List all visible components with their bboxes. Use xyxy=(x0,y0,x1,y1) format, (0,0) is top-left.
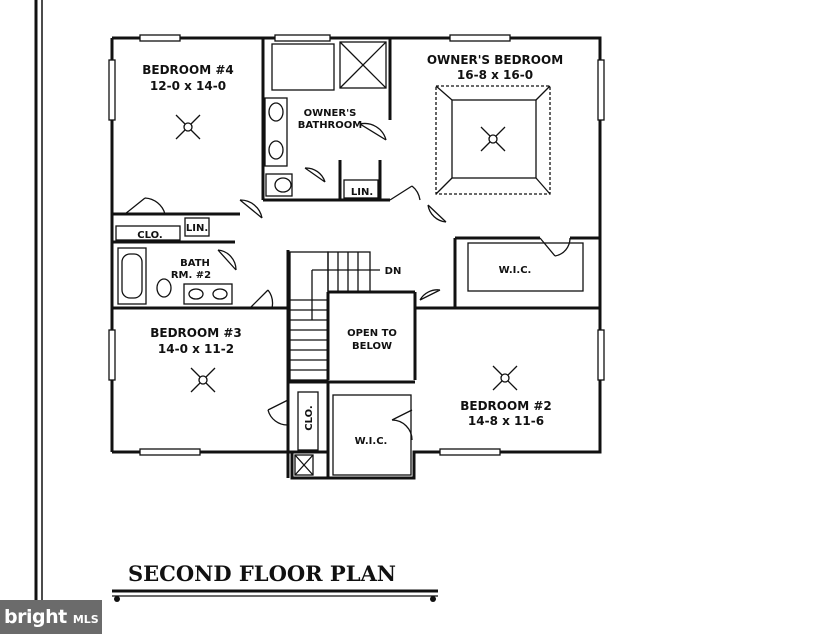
owners-bedroom-dims: 16-8 x 16-0 xyxy=(457,68,533,82)
open-below-line1: OPEN TO xyxy=(347,328,397,339)
owner-vanity xyxy=(264,97,288,167)
ceiling-fan-icon xyxy=(480,126,506,152)
bedroom2-name: BEDROOM #2 xyxy=(460,399,551,413)
tray-ceiling-inner xyxy=(451,99,537,179)
owner-toilet xyxy=(265,173,293,197)
bath2-line2: RM. #2 xyxy=(171,270,211,281)
bath2-toilet xyxy=(156,278,172,298)
clo-upper-label: CLO. xyxy=(137,230,162,241)
owners-bedroom-name: OWNER'S BEDROOM xyxy=(427,53,563,67)
brightmls-watermark: bright MLS xyxy=(0,600,102,634)
bedroom4-dims: 12-0 x 14-0 xyxy=(150,79,226,93)
bedroom2-dims: 14-8 x 11-6 xyxy=(468,414,544,428)
lin-upper-label: LIN. xyxy=(186,223,208,234)
shower xyxy=(271,43,335,91)
bedroom4-name: BEDROOM #4 xyxy=(142,63,233,77)
watermark-suffix: MLS xyxy=(72,613,99,626)
bath2-vanity xyxy=(183,283,233,305)
tray-ceiling-outer xyxy=(435,85,551,195)
wic-owner-label: W.I.C. xyxy=(499,265,532,276)
bath2-tub xyxy=(117,247,147,305)
wic-lower-label: W.I.C. xyxy=(355,436,388,447)
upper-clo-shelf xyxy=(115,225,181,241)
owner-lin-box xyxy=(343,179,379,199)
open-below-line2: BELOW xyxy=(352,341,392,352)
owners-bath-line2: BATHROOM xyxy=(298,120,362,131)
ceiling-fan-icon xyxy=(492,365,518,391)
bedroom3-name: BEDROOM #3 xyxy=(150,326,241,340)
owners-bath-line1: OWNER'S xyxy=(304,108,357,119)
upper-lin-box xyxy=(184,217,210,237)
plan-title: SECOND FLOOR PLAN xyxy=(128,561,396,586)
ceiling-fan-icon xyxy=(175,114,201,140)
lin-owner-label: LIN. xyxy=(351,187,373,198)
tub-x xyxy=(339,41,387,89)
ceiling-fan-icon xyxy=(190,367,216,393)
bath2-line1: BATH xyxy=(180,258,210,269)
lower-closet-x xyxy=(294,454,314,476)
stairs xyxy=(289,251,380,381)
bedroom3-dims: 14-0 x 11-2 xyxy=(158,342,234,356)
door-swings xyxy=(124,122,571,441)
clo-lower-label: CLO. xyxy=(304,405,315,430)
owner-wic-box xyxy=(467,242,584,292)
lower-clo-shelf xyxy=(297,391,319,451)
lower-wic-box xyxy=(332,394,412,476)
watermark-brand: bright xyxy=(4,606,67,628)
interior-walls xyxy=(112,38,600,478)
dn-label: DN xyxy=(385,266,402,277)
